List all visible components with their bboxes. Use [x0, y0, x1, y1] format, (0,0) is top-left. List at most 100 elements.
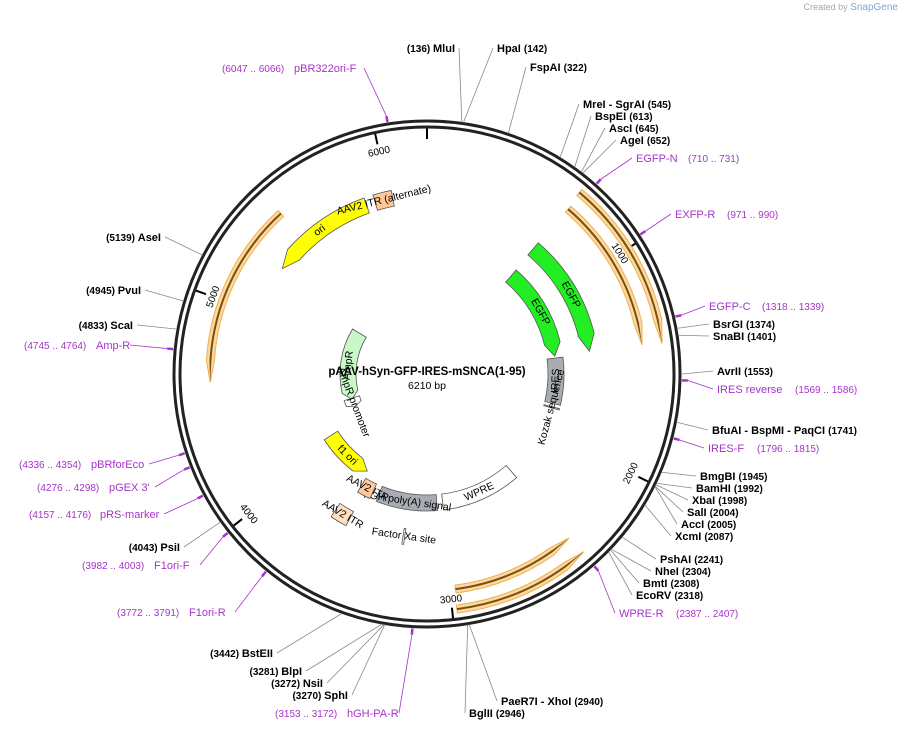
plasmid-name: pAAV-hSyn-GFP-IRES-mSNCA(1-95)	[328, 366, 525, 378]
site-leader-bglii	[464, 624, 469, 714]
site-leader-xbai	[655, 484, 689, 501]
backbone-outer-circle	[172, 119, 682, 629]
site-label-avrii: AvrII (1553)	[717, 366, 773, 378]
site-leader-asci	[580, 127, 606, 173]
snapgene-logo: SnapGene	[850, 2, 898, 13]
site-leader-nsii	[326, 624, 385, 684]
primer-label-amp-r: Amp-R	[96, 340, 130, 352]
primer-label-f1ori-f: F1ori-F	[154, 560, 190, 572]
primer-mark-amp-r	[167, 347, 174, 351]
site-position-acci: (2005)	[707, 520, 736, 531]
site-position-bmgbi: (1945)	[739, 472, 768, 483]
site-position-xcmi: (2087)	[704, 532, 733, 543]
primer-leader-wpre-r	[598, 570, 616, 614]
site-label-scai: (4833) ScaI	[79, 320, 133, 332]
site-label-bsrgi: BsrGI (1374)	[713, 319, 775, 331]
site-label-bmgbi: BmgBI (1945)	[700, 471, 767, 483]
site-label-pvui: (4945) PvuI	[86, 285, 141, 297]
primer-mark-exfp-r	[639, 230, 647, 236]
site-leader-acci	[654, 486, 678, 525]
primer-position-exfp-r: (971 .. 990)	[727, 210, 778, 221]
feature-ires-4	[544, 356, 565, 406]
primer-leader-hgh-pa-r	[398, 634, 413, 714]
primer-leader-f1ori-r	[234, 576, 263, 613]
site-label-bsteii: (3442) BstEII	[210, 648, 273, 660]
plasmid-length: 6210 bp	[408, 380, 446, 392]
site-position-bmti: (2308)	[671, 579, 700, 590]
feature-factor-xa-site-13	[401, 527, 407, 545]
primer-mark-prs-marker	[197, 494, 204, 500]
site-leader-pvui	[144, 289, 184, 302]
primer-label-wpre-r: WPRE-R	[619, 608, 664, 620]
primer-label-pbrforeco: pBRforEco	[91, 459, 144, 471]
feature-aav2-itr-8	[357, 477, 378, 500]
site-label-xcmi: XcmI (2087)	[675, 531, 733, 543]
primer-leader-exfp-r	[645, 213, 672, 232]
site-position-bsrgi: (1374)	[746, 320, 775, 331]
site-position-xbai: (1998)	[718, 496, 747, 507]
site-leader-paer7i-xhoi	[468, 624, 498, 702]
primer-leader-egfp-n	[600, 157, 633, 180]
site-label-blpi: (3281) BlpI	[250, 666, 302, 678]
orf-arrow-0	[576, 188, 663, 344]
site-label-psii: (4043) PsiI	[129, 542, 180, 554]
feature-aav2-itr-12	[330, 502, 355, 527]
site-label-bglii: BglII (2946)	[469, 708, 525, 720]
snapgene-watermark: Created by SnapGene	[804, 2, 898, 13]
site-position-scai: (4833)	[79, 321, 111, 332]
site-position-asci: (645)	[635, 124, 658, 135]
primer-position-amp-r: (4745 .. 4764)	[24, 341, 86, 352]
tick-mark-2000	[637, 475, 649, 483]
site-position-bspei: (613)	[629, 112, 652, 123]
site-leader-bmgbi	[661, 471, 697, 477]
primer-position-f1ori-r: (3772 .. 3791)	[117, 608, 179, 619]
primer-label-pgex-3: pGEX 3'	[109, 482, 150, 494]
site-label-agei: AgeI (652)	[620, 135, 670, 147]
feature-f1-ori-9	[323, 430, 368, 472]
site-position-nsii: (3272)	[271, 679, 303, 690]
orf-arrow-3	[454, 537, 570, 594]
site-position-bglii: (2946)	[496, 709, 525, 720]
feature-ampr-promoter-11	[343, 395, 362, 407]
primer-label-ires-f: IRES-F	[708, 443, 744, 455]
site-label-fspai: FspAI (322)	[530, 62, 587, 74]
primer-label-pbr322ori-f: pBR322ori-F	[294, 63, 357, 75]
primer-position-pbr322ori-f: (6047 .. 6066)	[222, 64, 284, 75]
site-leader-psii	[183, 521, 221, 548]
primer-position-f1ori-f: (3982 .. 4003)	[82, 561, 144, 572]
primer-label-prs-marker: pRS-marker	[100, 509, 160, 521]
primer-label-exfp-r: EXFP-R	[675, 209, 715, 221]
site-label-snabi: SnaBI (1401)	[713, 331, 776, 343]
site-label-bmti: BmtI (2308)	[643, 578, 699, 590]
site-leader-blpi	[305, 623, 383, 672]
site-position-fspai: (322)	[564, 63, 587, 74]
tick-mark-5000	[195, 289, 207, 296]
tick-label-6000: 6000	[367, 144, 391, 160]
primer-label-hgh-pa-r: hGH-PA-R	[347, 708, 399, 720]
plasmid-backbone	[172, 119, 682, 629]
primer-mark-egfp-n	[595, 178, 602, 185]
primer-mark-f1ori-f	[222, 532, 229, 538]
primer-position-hgh-pa-r: (3153 .. 3172)	[275, 709, 337, 720]
site-position-blpi: (3281)	[250, 667, 282, 678]
primer-label-ires-reverse: IRES reverse	[717, 384, 782, 396]
site-position-ecorv: (2318)	[674, 591, 703, 602]
primer-leader-pbr322ori-f	[363, 67, 387, 117]
primer-position-egfp-c: (1318 .. 1339)	[762, 302, 824, 313]
site-leader-scai	[136, 324, 178, 330]
site-leader-mrei-sgrai	[559, 103, 580, 158]
tick-label-3000: 3000	[439, 593, 463, 606]
feature-hgh-poly-a-signal-7	[375, 485, 438, 512]
primer-mark-f1ori-r	[261, 570, 267, 578]
backbone-inner-circle	[178, 125, 676, 623]
site-position-bsteii: (3442)	[210, 649, 242, 660]
site-position-paer7i-xhoi: (2940)	[574, 697, 603, 708]
primer-mark-wpre-r	[593, 565, 600, 572]
site-label-ecorv: EcoRV (2318)	[636, 590, 703, 602]
site-leader-bmti	[610, 549, 640, 584]
primer-leader-ires-reverse	[687, 380, 714, 390]
tick-label-2000: 2000	[621, 461, 641, 486]
